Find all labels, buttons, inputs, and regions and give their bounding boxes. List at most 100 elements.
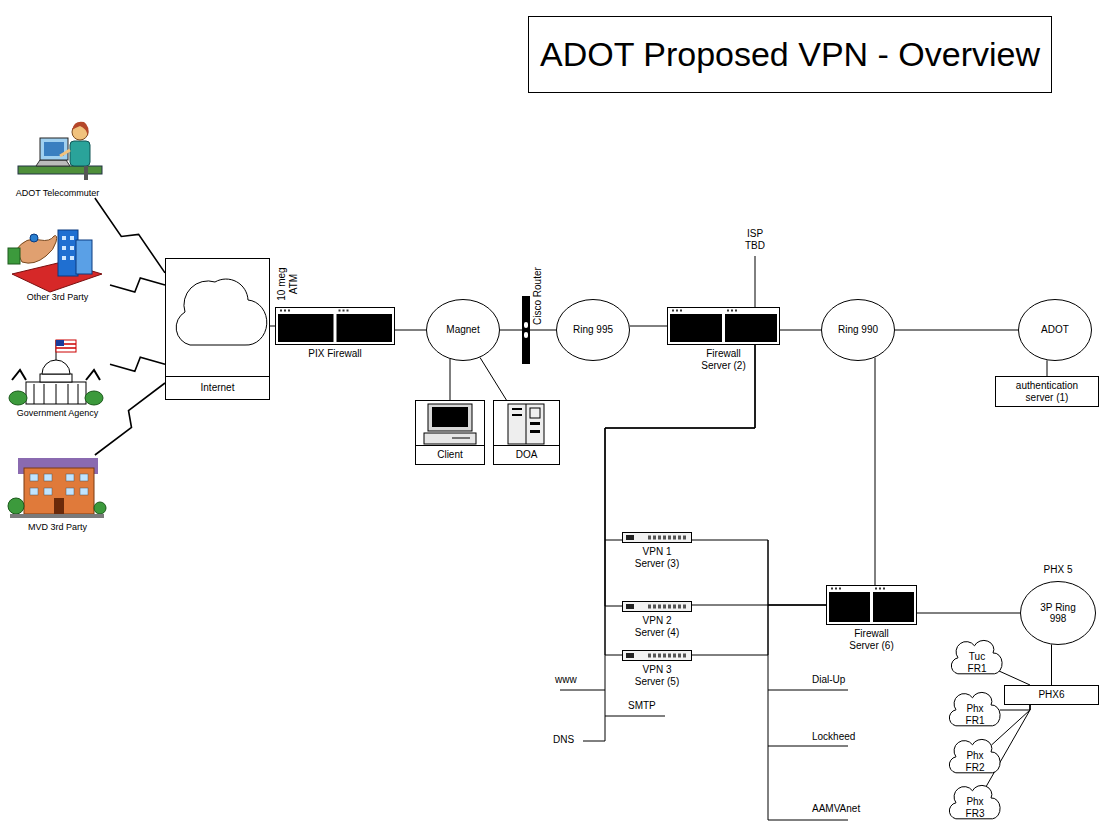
text-wrap: 3P Ring 998 [1035,602,1081,625]
drawing-part [508,404,544,444]
shape-part [663,605,666,609]
doa-server-icon [508,404,544,444]
shape-part [678,536,681,540]
client-box: Client [415,400,485,465]
ring-heading: PHX 5 [1044,564,1073,576]
network-link [605,345,755,606]
caption-group: Firewall Server (2) [698,348,750,371]
router-shape [522,296,530,364]
network-ring: 3P Ring 998PHX 5 [1020,581,1096,645]
drawing-part [36,160,70,166]
shape-part [673,605,676,609]
network-ring: Ring 995 [556,299,630,361]
firewall-device: Firewall Server (2) [667,307,780,345]
drawing-part [530,430,540,433]
drawing-part [56,340,76,352]
shape-part [673,536,676,540]
shape-part [949,692,1000,726]
shape-part [343,310,345,312]
box-label: DOA [516,449,538,461]
drawing-part [768,746,848,747]
drawing-part [80,474,88,481]
text-wrap: Phx FR2 [960,747,990,773]
shape-part [831,588,833,590]
server-box: DOA [493,400,560,465]
shape-part [683,536,686,540]
network-link [692,540,826,605]
drawing-part [44,384,45,404]
drawing-part [70,246,74,250]
shape-part [672,310,674,312]
drawing-part [56,347,76,349]
drawing-part [42,360,70,374]
drawing-part [452,438,470,439]
text-wrap: ADOT [1041,324,1069,336]
shape-part [668,654,671,658]
caption-group: VPN 3 Server (5) [629,664,685,687]
server-box: authentication server (1) [995,376,1099,407]
shape-part [337,314,393,342]
shape-part [668,308,780,345]
box-label: authentication server (1) [1009,380,1085,403]
shape-part [278,314,334,342]
drawing-part [70,141,90,166]
box-label: Client [437,449,463,461]
shape-part [725,314,777,342]
shape-part [727,310,729,312]
network-link [605,345,755,655]
shape-part [626,535,634,540]
network-link [1051,645,1052,686]
drawing-part [9,391,27,405]
free-label: AAMVAnet [812,803,860,815]
network-link [780,330,821,331]
shape-part [680,310,682,312]
drawing-part [10,514,104,518]
third-party-icon [8,230,102,292]
shape-part [524,332,528,338]
drawing-part [66,488,74,495]
title-box: ADOT Proposed VPN - Overview [528,16,1052,93]
ring-label: Phx FR1 [960,703,990,726]
firewall-shape [826,585,917,625]
vpn-shape [622,532,692,543]
ring-label: Ring 995 [573,324,613,336]
site-icon: ADOT Telecommuter [5,118,110,198]
drawing-part [768,820,848,821]
drawing-part [530,422,540,425]
icon-caption: Other 3rd Party [27,292,89,302]
drawing-part [768,690,848,691]
site-icon: Other 3rd Party [5,225,110,302]
device-label: VPN 2 Server (4) [629,615,685,638]
internet-cloud [176,279,267,345]
shape-part [276,308,395,345]
shape-part [883,588,885,590]
shape-part [683,605,686,609]
shape-part [658,536,661,540]
network-link [530,330,556,331]
shape-part [524,322,528,328]
free-label: Dial-Up [812,674,845,686]
mvd-building-icon [8,458,106,518]
firewall-device: Firewall Server (6) [826,585,917,625]
vpn-device: VPN 1 Server (3) [622,532,692,543]
shape-part [875,588,877,590]
icon-caption: MVD 3rd Party [28,522,87,532]
drawing-part [85,391,103,405]
drawing-part [58,230,78,276]
free-label: DNS [553,734,574,746]
shape-part [668,605,671,609]
drawing-part [76,240,92,274]
site-box: PHX6 [1004,685,1099,705]
shape-part [623,602,692,612]
shape-part [829,592,870,622]
drawing-part [62,236,74,260]
text-wrap: Ring 995 [573,324,613,336]
drawing-part [44,488,52,495]
shape-part [1021,582,1096,645]
frame-relay-cloud: Phx FR3 [950,786,1000,826]
shape-part [663,654,666,658]
